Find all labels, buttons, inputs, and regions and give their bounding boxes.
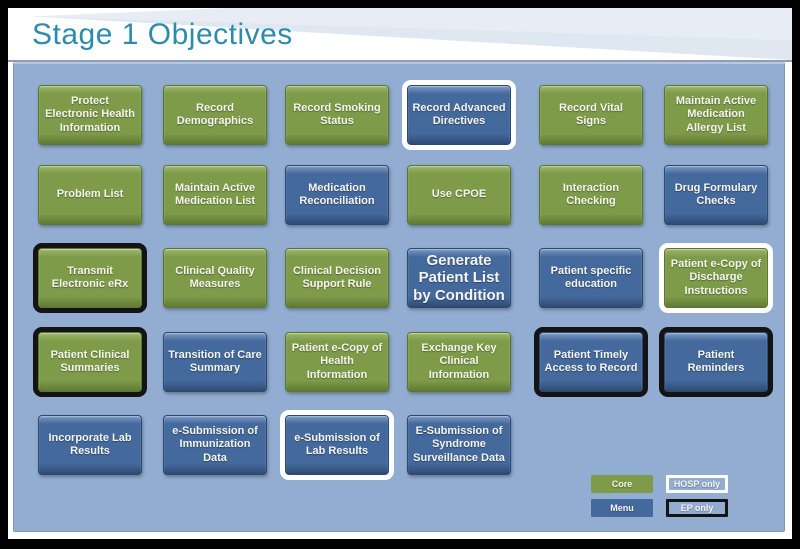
objective-button[interactable]: Maintain Active Medication Allergy List <box>664 85 768 145</box>
objective-label: Record Demographics <box>176 101 254 127</box>
objective-label: E-Submission of Syndrome Surveillance Da… <box>413 424 505 464</box>
objective-label: Record Vital Signs <box>559 101 623 127</box>
legend-label: HOSP only <box>673 479 721 489</box>
objective-label: Maintain Active Medication Allergy List <box>675 94 757 134</box>
objective-button[interactable]: Medication Reconciliation <box>285 165 389 225</box>
legend-chip: HOSP only <box>666 475 728 493</box>
objective-label: Protect Electronic Health Information <box>45 94 135 134</box>
objective-button[interactable]: Patient e-Copy of Health Information <box>285 332 389 392</box>
objective-label: Clinical Quality Measures <box>175 264 255 290</box>
objective-label: Patient Clinical Summaries <box>50 348 130 374</box>
objective-button[interactable]: Generate Patient List by Condition <box>407 248 511 308</box>
objective-button[interactable]: Interaction Checking <box>539 165 643 225</box>
legend-chip: Menu <box>591 499 653 517</box>
objective-label: Medication Reconciliation <box>299 181 375 207</box>
objective-label: Record Advanced Directives <box>412 101 506 127</box>
objective-button[interactable]: e-Submission of Immunization Data <box>163 415 267 475</box>
objective-button[interactable]: Patient specific education <box>539 248 643 308</box>
legend-label: Core <box>611 479 633 489</box>
legend-label: EP only <box>680 503 714 513</box>
objective-button[interactable]: Transition of Care Summary <box>163 332 267 392</box>
objective-button[interactable]: Incorporate Lab Results <box>38 415 142 475</box>
objective-button[interactable]: E-Submission of Syndrome Surveillance Da… <box>407 415 511 475</box>
objective-button[interactable]: Transmit Electronic eRx <box>33 243 147 313</box>
objective-label: Incorporate Lab Results <box>48 431 132 457</box>
objective-button[interactable]: Record Smoking Status <box>285 85 389 145</box>
objective-button[interactable]: Record Demographics <box>163 85 267 145</box>
objective-button[interactable]: e-Submission of Lab Results <box>280 410 394 480</box>
objective-label: Patient e-Copy of Health Information <box>291 341 383 381</box>
objective-button[interactable]: Record Vital Signs <box>539 85 643 145</box>
legend-chip: Core <box>591 475 653 493</box>
slide-header: Stage 1 Objectives <box>8 8 792 62</box>
objective-label: e-Submission of Immunization Data <box>172 424 258 464</box>
objective-label: Patient e-Copy of Discharge Instructions <box>670 257 762 297</box>
legend-label: Menu <box>610 503 634 513</box>
objective-button[interactable]: Record Advanced Directives <box>402 80 516 150</box>
objective-label: Use CPOE <box>431 188 487 201</box>
objective-button[interactable]: Patient e-Copy of Discharge Instructions <box>659 243 773 313</box>
objective-label: Problem List <box>56 188 124 201</box>
objective-button[interactable]: Problem List <box>38 165 142 225</box>
page-title: Stage 1 Objectives <box>32 18 293 51</box>
objective-label: Transmit Electronic eRx <box>51 264 129 290</box>
objective-label: Maintain Active Medication List <box>174 181 256 207</box>
objective-label: Exchange Key Clinical Information <box>421 341 497 381</box>
objective-button[interactable]: Clinical Quality Measures <box>163 248 267 308</box>
objective-button[interactable]: Patient Timely Access to Record <box>534 327 648 397</box>
objective-button[interactable]: Maintain Active Medication List <box>163 165 267 225</box>
objective-label: e-Submission of Lab Results <box>294 431 380 457</box>
objective-button[interactable]: Drug Formulary Checks <box>664 165 768 225</box>
objective-label: Drug Formulary Checks <box>674 181 758 207</box>
objective-label: Patient specific education <box>550 264 632 290</box>
objective-label: Patient Timely Access to Record <box>544 348 638 374</box>
slide: Stage 1 Objectives Protect Electronic He… <box>8 8 792 539</box>
objectives-panel: Protect Electronic Health Information Rec… <box>13 62 785 532</box>
objective-button[interactable]: Use CPOE <box>407 165 511 225</box>
objective-label: Patient Reminders <box>687 348 745 374</box>
objective-button[interactable]: Clinical Decision Support Rule <box>285 248 389 308</box>
objective-label: Record Smoking Status <box>293 101 381 127</box>
objective-button[interactable]: Exchange Key Clinical Information <box>407 332 511 392</box>
legend-chip: EP only <box>666 499 728 517</box>
objective-button[interactable]: Patient Clinical Summaries <box>33 327 147 397</box>
objective-label: Interaction Checking <box>562 181 620 207</box>
objective-label: Generate Patient List by Condition <box>413 252 505 304</box>
objective-label: Clinical Decision Support Rule <box>292 264 382 290</box>
objective-label: Transition of Care Summary <box>168 348 262 374</box>
objective-button[interactable]: Protect Electronic Health Information <box>38 85 142 145</box>
objective-button[interactable]: Patient Reminders <box>659 327 773 397</box>
